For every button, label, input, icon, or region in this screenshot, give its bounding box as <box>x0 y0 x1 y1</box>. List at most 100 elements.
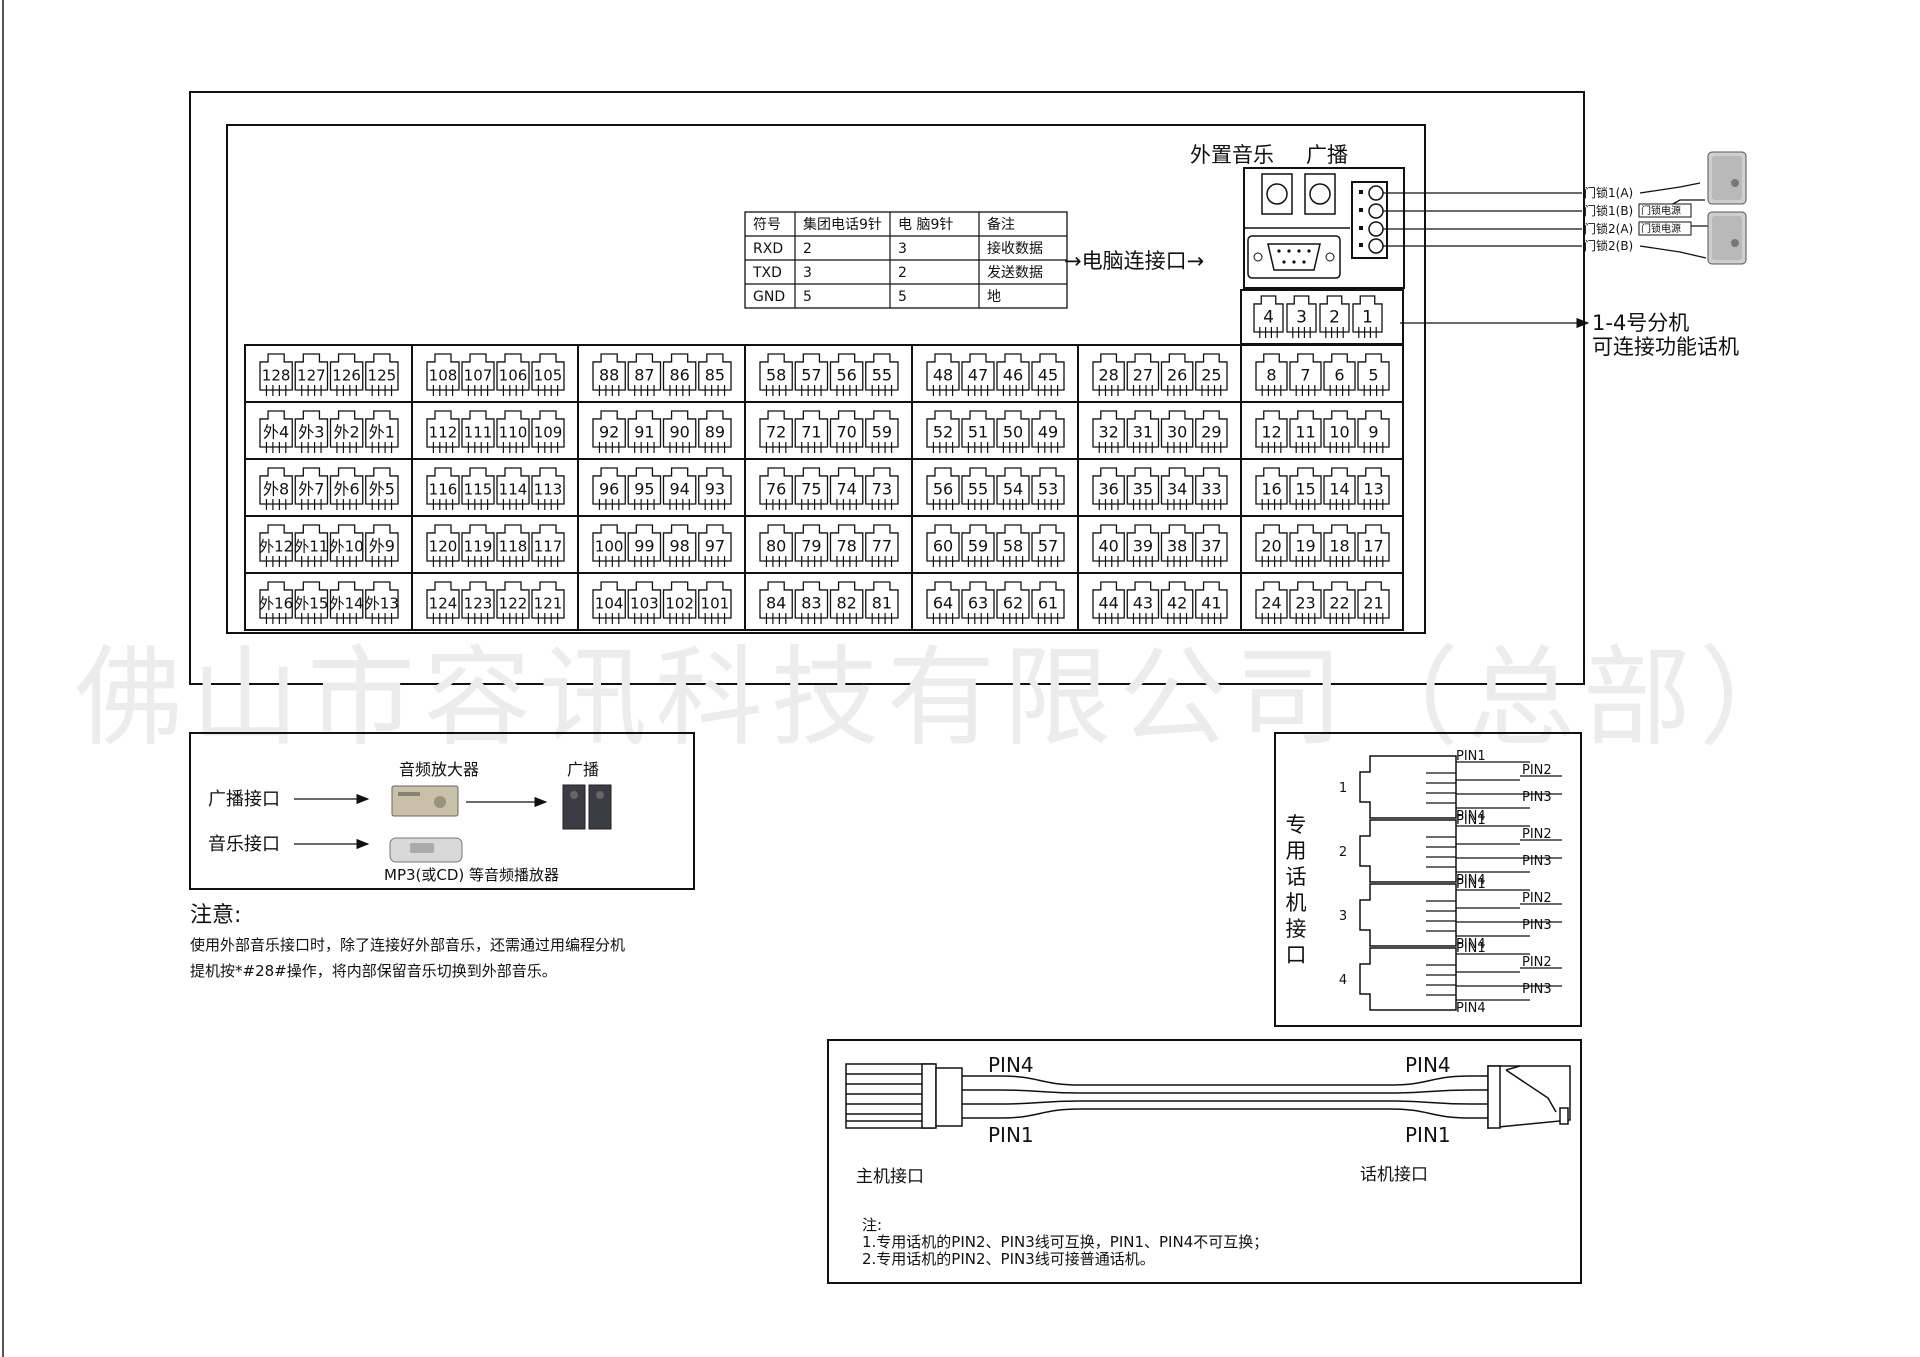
port-label: 121 <box>534 595 563 613</box>
rj-jack: 43 <box>1126 581 1160 624</box>
port-label: 34 <box>1167 480 1187 499</box>
port-label: 40 <box>1098 537 1118 556</box>
port-label: 80 <box>766 537 786 556</box>
port-label: 112 <box>429 424 458 442</box>
rj-jack: 89 <box>698 410 732 453</box>
rj-jack: 104 <box>592 581 626 624</box>
port-label: 33 <box>1201 480 1221 499</box>
port-label: 96 <box>599 480 619 499</box>
amplifier-label: 音频放大器 <box>399 760 479 779</box>
special-phone-title-char: 用 <box>1286 839 1307 863</box>
rj-jack: 70 <box>829 410 864 453</box>
serial-table-cell: 发送数据 <box>987 265 1043 281</box>
mp3-player-device <box>389 837 463 863</box>
rj-jack: 55 <box>865 353 899 396</box>
rj-jack: 26 <box>1160 353 1194 396</box>
amplifier-device <box>391 785 459 817</box>
port-label: 55 <box>968 480 988 499</box>
rj-jack: 111 <box>461 410 495 453</box>
port-label: 104 <box>595 595 624 613</box>
port-label: 124 <box>429 595 458 613</box>
port-label: 10 <box>1329 423 1349 442</box>
cable-pin4-left: PIN4 <box>988 1053 1034 1077</box>
rj-jack: 外1 <box>365 410 399 453</box>
note-line2: 提机按*#28#操作，将内部保留音乐切换到外部音乐。 <box>190 962 557 980</box>
rj-jack: 115 <box>461 467 495 510</box>
rj-jack: 123 <box>461 581 495 624</box>
port-label: 41 <box>1201 594 1221 613</box>
rj-jack: 126 <box>329 353 364 396</box>
special-phone-port-number: 1 <box>1339 781 1347 796</box>
port-label: 32 <box>1098 423 1118 442</box>
rj-jack: 110 <box>496 410 530 453</box>
port-label: 128 <box>262 367 291 385</box>
rj-jack: 109 <box>531 410 565 453</box>
port-label: 13 <box>1363 480 1383 499</box>
rj-jack: 73 <box>865 467 899 510</box>
rj-jack: 79 <box>794 524 829 567</box>
port-label: 63 <box>968 594 988 613</box>
port-label: 外12 <box>259 538 293 556</box>
port-label: 78 <box>836 537 856 556</box>
port-label: 115 <box>464 481 493 499</box>
serial-table-cell: 地 <box>987 289 1001 305</box>
cable-note-1: 1.专用话机的PIN2、PIN3线可互换，PIN1、PIN4不可互换； <box>862 1233 1268 1251</box>
port-label: 87 <box>634 366 654 385</box>
port-label: 53 <box>1038 480 1058 499</box>
rj-jack: 3 <box>1286 295 1317 338</box>
pin-label: PIN2 <box>1522 763 1552 778</box>
rj-jack: 76 <box>759 467 793 510</box>
port-label: 外3 <box>298 423 324 442</box>
rj-jack: 42 <box>1160 581 1194 624</box>
rj-jack: 外3 <box>294 410 329 453</box>
port-label: 38 <box>1167 537 1187 556</box>
rj-jack: 51 <box>961 410 995 453</box>
rj-jack: 121 <box>531 581 565 624</box>
rj-jack: 117 <box>531 524 565 567</box>
serial-table-header: 电 脑9针 <box>898 217 953 233</box>
port-label: 97 <box>705 537 725 556</box>
port-label: 48 <box>933 366 953 385</box>
rj-jack: 外6 <box>329 467 364 510</box>
rj-jack: 28 <box>1092 353 1125 396</box>
rj-jack: 外14 <box>330 581 364 624</box>
rj-jack: 128 <box>259 353 293 396</box>
port-label: 外10 <box>330 538 364 556</box>
serial-table-cell: 接收数据 <box>987 240 1043 257</box>
ext-1-4-note-line2: 可连接功能话机 <box>1592 335 1739 359</box>
port-label: 79 <box>801 537 821 556</box>
serial-table-cell: RXD <box>753 241 783 257</box>
rj-jack: 29 <box>1195 410 1228 453</box>
door-lock-2a: 门锁2(A) <box>1584 221 1633 236</box>
port-label: 59 <box>872 423 892 442</box>
rj-jack: 84 <box>759 581 793 624</box>
mp3-player-label: MP3(或CD) 等音频播放器 <box>384 866 559 884</box>
rj-jack: 105 <box>531 353 565 396</box>
rj-jack: 85 <box>698 353 732 396</box>
rj-jack: 71 <box>794 410 829 453</box>
rj-jack: 5 <box>1357 353 1390 396</box>
rj-jack: 92 <box>592 410 626 453</box>
phone-port-label: 话机接口 <box>1360 1165 1428 1185</box>
rj-jack: 78 <box>829 524 864 567</box>
rj-jack: 49 <box>1031 410 1065 453</box>
port-label: 86 <box>669 366 689 385</box>
rj-jack: 25 <box>1195 353 1228 396</box>
rj-jack: 19 <box>1289 524 1322 567</box>
rj-jack: 57 <box>794 353 829 396</box>
pin-label: PIN3 <box>1522 982 1552 997</box>
serial-table-cell: TXD <box>752 265 782 281</box>
serial-table-header: 集团电话9针 <box>803 216 882 233</box>
watermark: 佛山市容讯科技有限公司（总部） <box>75 636 1815 761</box>
port-label: 14 <box>1329 480 1349 499</box>
rj-jack: 22 <box>1323 581 1356 624</box>
rj-jack: 100 <box>592 524 626 567</box>
rj-jack: 9 <box>1357 410 1390 453</box>
port-label: 105 <box>534 367 563 385</box>
rj-jack: 103 <box>627 581 662 624</box>
rj-jack: 58 <box>996 524 1030 567</box>
port-label: 54 <box>1003 480 1023 499</box>
port-label: 113 <box>534 481 563 499</box>
port-label: 74 <box>836 480 856 499</box>
